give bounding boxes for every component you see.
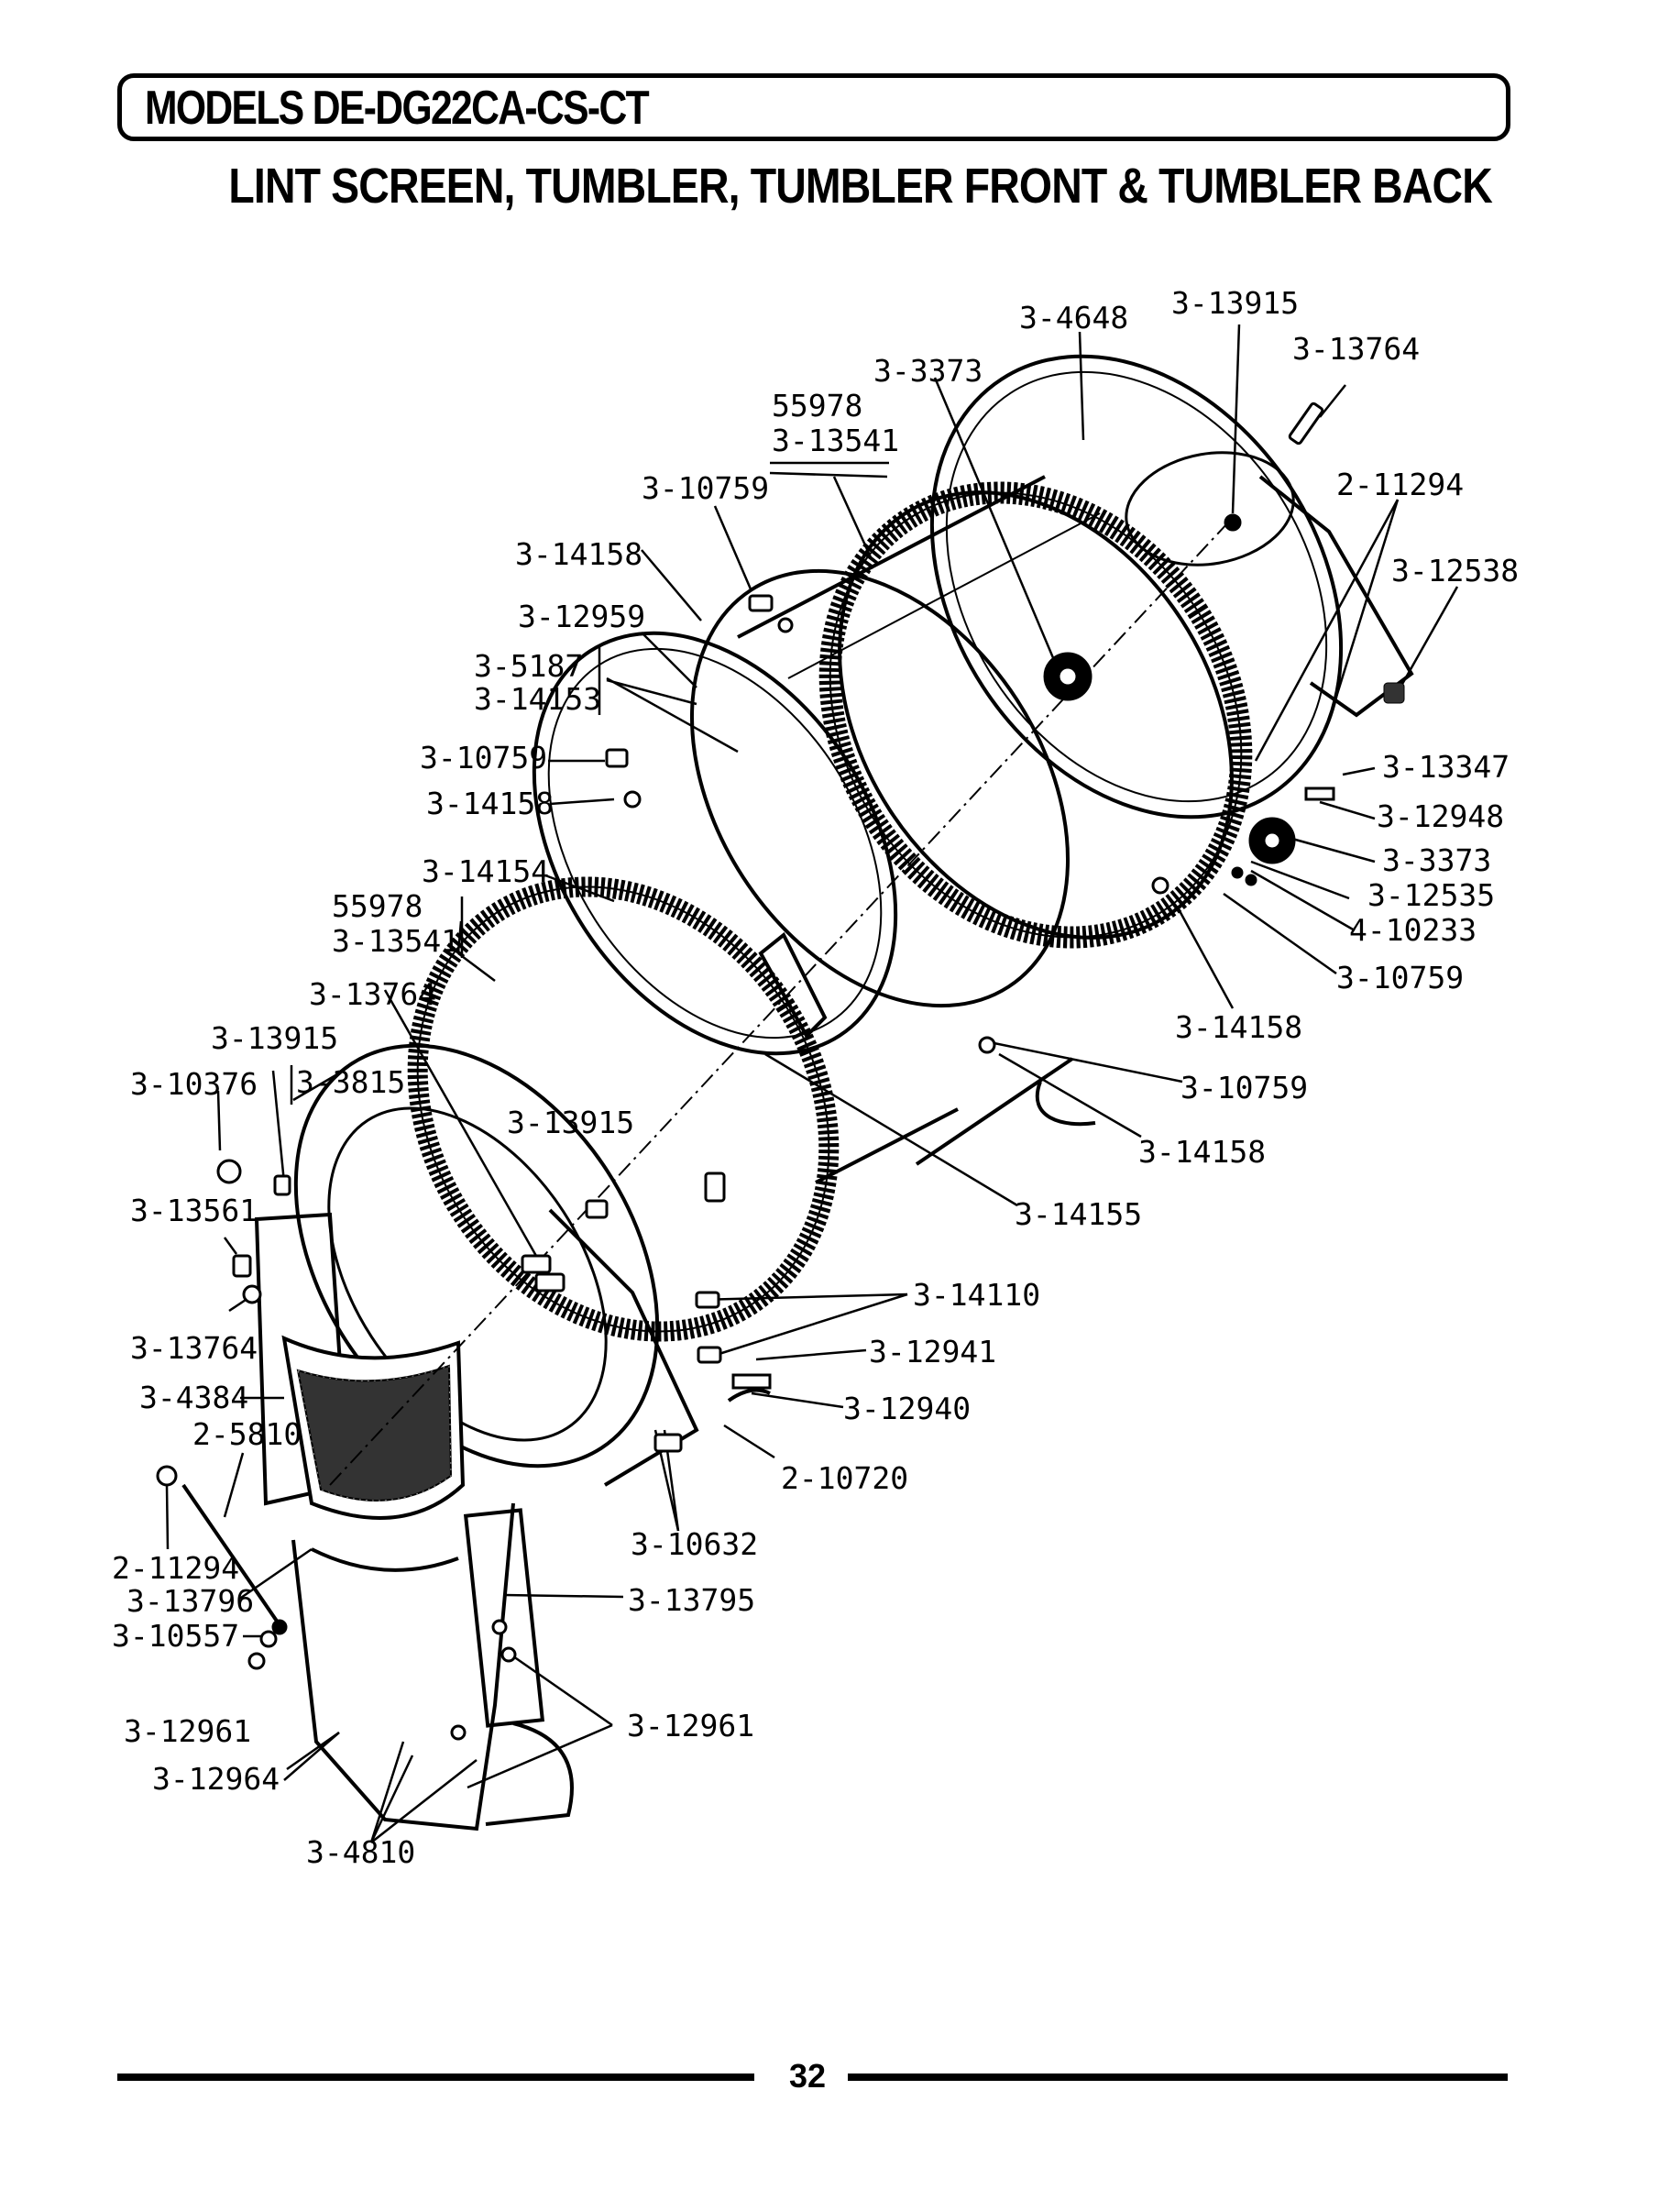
part-label: 3-12964 (152, 1761, 280, 1797)
part-label: 3-10376 (130, 1066, 258, 1102)
center-axis-line (329, 522, 1229, 1486)
part-label: 3-13796 (126, 1583, 254, 1619)
part-label: 3-12948 (1377, 798, 1504, 834)
part-label: 3-12941 (869, 1334, 996, 1370)
part-label: 3-10759 (1180, 1070, 1308, 1106)
part-label: 3-14158 (1138, 1134, 1266, 1170)
part-label: 3-4810 (306, 1834, 415, 1870)
part-label: 3-10759 (642, 470, 769, 506)
part-label: 3-10557 (112, 1618, 239, 1654)
part-label: 3-12940 (843, 1391, 971, 1426)
part-label: 3-13541 (772, 423, 899, 458)
part-label: 3-13561 (130, 1193, 258, 1228)
part-label: 3-14154 (422, 853, 549, 889)
part-label: 3-13764 (309, 976, 436, 1012)
page-number: 32 (788, 2057, 827, 2095)
front-seal-drawing (407, 876, 840, 1342)
leader-lines (165, 324, 1459, 1843)
part-label: 3-4384 (139, 1380, 248, 1415)
part-label: 3-3815 (296, 1064, 405, 1100)
part-label: 3-14158 (426, 786, 554, 821)
models-title: MODELS DE-DG22CA-CS-CT (145, 82, 650, 135)
part-label: 2-11294 (112, 1550, 239, 1586)
section-title: LINT SCREEN, TUMBLER, TUMBLER FRONT & TU… (228, 159, 1493, 214)
part-label: 3-13541 (332, 923, 459, 959)
tumbler-back-nut (1224, 513, 1242, 532)
part-label: 3-13915 (211, 1020, 338, 1056)
part-labels: 3-4648 3-13915 3-13764 3-3373 55978 3-13… (112, 285, 1519, 1870)
part-label: 3-13915 (1171, 285, 1299, 321)
footer-rule-left (117, 2074, 754, 2081)
tumbler-back-drawing (929, 354, 1414, 820)
part-label: 3-12535 (1367, 877, 1495, 913)
hardware-parts (156, 402, 1405, 1741)
part-label: 3-3373 (1382, 842, 1491, 878)
footer-rule-right (848, 2074, 1508, 2081)
part-label: 4-10233 (1349, 912, 1477, 948)
tumbler-front-drawing (254, 1043, 699, 1506)
part-label: 2-5810 (192, 1416, 302, 1452)
part-label: 3-12961 (124, 1713, 251, 1749)
lint-duct-drawing (291, 1502, 574, 1832)
part-label: 3-14158 (515, 536, 642, 572)
part-label: 2-11294 (1336, 467, 1464, 502)
part-label: 3-13764 (130, 1330, 258, 1366)
part-label: 3-10759 (1336, 960, 1464, 996)
part-label: 3-3373 (873, 353, 983, 389)
header-box (117, 73, 1510, 141)
part-label: 3-10759 (420, 740, 547, 776)
part-label: 3-13347 (1382, 749, 1510, 785)
part-label: 3-12959 (518, 599, 645, 634)
part-label: 3-10632 (631, 1526, 758, 1562)
part-label: 3-5187 (474, 648, 583, 684)
part-label: 3-14153 (474, 681, 601, 717)
part-label: 55978 (332, 888, 423, 924)
tumbler-back-seal-drawing (818, 481, 1253, 949)
part-label: 3-13915 (507, 1105, 634, 1140)
part-label: 3-12961 (627, 1708, 754, 1744)
part-label: 3-4648 (1019, 300, 1128, 336)
part-label: 55978 (772, 388, 862, 424)
part-label: 3-14158 (1175, 1009, 1302, 1045)
part-label: 3-14155 (1015, 1196, 1142, 1232)
lint-screen-drawing (281, 1335, 466, 1520)
part-label: 3-13795 (628, 1582, 755, 1618)
part-label: 3-12538 (1391, 553, 1519, 588)
part-label: 3-14110 (913, 1277, 1040, 1313)
part-label: 3-13764 (1292, 331, 1420, 367)
part-label: 2-10720 (781, 1460, 908, 1496)
